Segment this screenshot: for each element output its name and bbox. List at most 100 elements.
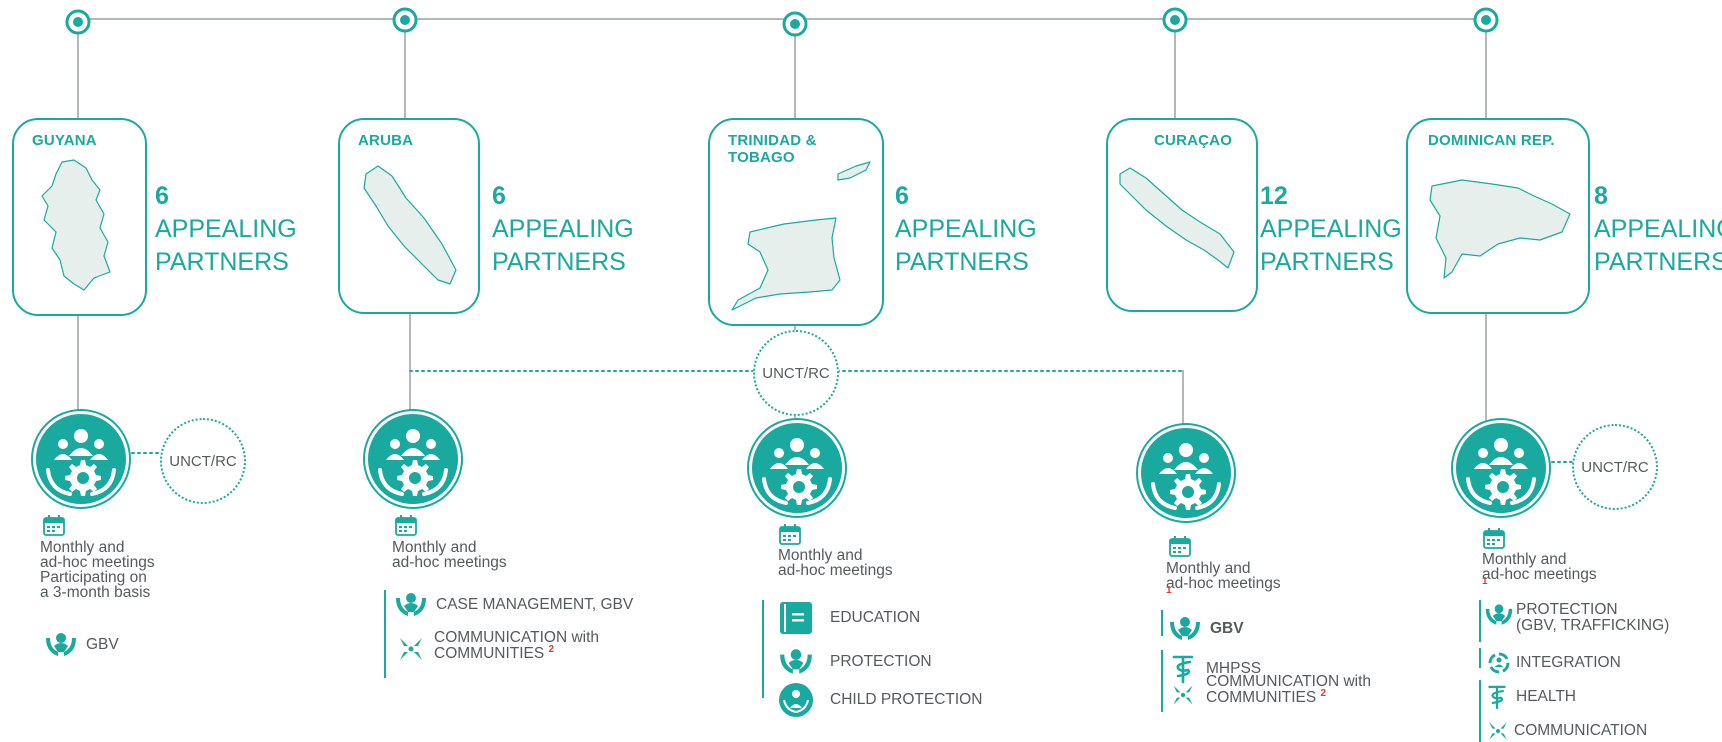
partner-count: 8 [1594,182,1608,210]
partner-count: 6 [492,182,506,210]
sector-education: EDUCATION [778,600,920,636]
meeting-line-text: ad-hoc meetings [1166,575,1281,592]
meeting-line: ad-hoc meetings [392,554,507,571]
timeline-node-curacao [1162,7,1188,33]
sector-label: CASE MANAGEMENT, GBV [436,596,634,613]
partner-label-line1: APPEALING [1594,215,1722,243]
sector-label-line2: COMMUNITIES [1206,689,1317,706]
sector-label: GBV [86,636,119,653]
partner-count: 6 [155,182,169,210]
sector-label: COMMUNICATION with COMMUNITIES 2 [1206,674,1371,706]
health-icon [1488,685,1506,710]
meeting-line: Monthly and [392,539,477,556]
meeting-frequency-guyana: Monthly and ad-hoc meetings Participatin… [40,539,155,601]
sector-label-line1: COMMUNICATION with [434,629,600,646]
sector-mhpss: MHPSS [1170,654,1261,684]
coordination-group-icon [365,411,461,507]
sector-bar [1161,650,1163,712]
sector-label: COMMUNICATION with COMMUNITIES 2 [434,630,599,662]
country-card-trinidad: TRINIDAD & TOBAGO [708,118,884,326]
meeting-line: Monthly and [40,539,125,556]
country-name: ARUBA [358,132,414,149]
protection-icon [396,593,426,616]
meeting-line: ad-hoc meetings [40,554,155,571]
meeting-frequency-aruba: Monthly and ad-hoc meetings [392,539,507,571]
communication-icon [1489,722,1507,740]
partner-label-line2: PARTNERS [492,248,626,276]
country-card-guyana: GUYANA [12,118,147,316]
child-protection-icon [779,683,813,717]
sector-label-line2: COMMUNITIES [434,645,545,662]
calendar-icon [779,523,801,545]
education-icon [780,602,812,634]
calendar-icon [1169,535,1191,557]
sector-bar [762,600,764,698]
footnote-marker: 2 [1320,687,1327,699]
country-name: CURAÇAO [1154,132,1233,149]
sector-bar [1479,648,1481,668]
partner-label-line2: PARTNERS [1260,248,1394,276]
meeting-line: a 3-month basis [40,584,151,601]
country-name: TRINIDAD & TOBAGO [728,132,817,166]
meeting-frequency-trinidad: Monthly and ad-hoc meetings [778,547,893,579]
partner-label-line1: APPEALING [1260,215,1402,243]
unct-rc-circle: UNCT/RC [753,330,839,416]
dominican-republic-map [1429,179,1571,279]
calendar-icon [395,514,417,536]
country-name: GUYANA [32,132,97,149]
sector-gbv: GBV [44,632,119,658]
coordination-group-icon [1453,420,1549,516]
aruba-map [363,165,457,285]
country-name-line1: TRINIDAD & [728,132,817,149]
meeting-line: Monthly and [1166,560,1251,577]
protection-icon [780,649,812,674]
partner-label-line2: PARTNERS [1594,248,1722,276]
sector-communication: COMMUNICATION [1486,720,1647,742]
country-name: DOMINICAN REP. [1428,132,1555,149]
meeting-line: ad-hoc meetings [778,562,893,579]
communication-icon [1173,685,1193,705]
unct-rc-label: UNCT/RC [1581,458,1649,476]
trinidad-tobago-map [731,161,871,311]
partner-label-line2: PARTNERS [895,248,1029,276]
partner-label-line2: PARTNERS [155,248,289,276]
partner-label-line1: APPEALING [895,215,1037,243]
sector-label: PROTECTION [830,653,932,670]
coordination-group-icon [1138,425,1234,521]
protection-icon [1485,604,1513,625]
timeline-node-dominican [1473,7,1499,33]
partners-aruba: 6 APPEALING PARTNERS [492,180,634,279]
protection-icon [1170,617,1200,640]
partner-count: 12 [1260,182,1288,210]
curacao-map [1119,167,1235,269]
unct-rc-label: UNCT/RC [762,364,830,382]
sector-protection: PROTECTION [778,648,932,676]
footnote-marker: 2 [548,643,555,655]
country-card-dominican: DOMINICAN REP. [1406,118,1590,314]
sector-bar [1161,610,1163,636]
meeting-line: Monthly and [778,547,863,564]
partners-guyana: 6 APPEALING PARTNERS [155,180,297,279]
meeting-line: Monthly and [1482,551,1567,568]
sector-label-line1: PROTECTION [1516,601,1618,618]
sector-label: INTEGRATION [1516,654,1621,671]
guyana-map [41,159,111,291]
sector-bar [384,590,386,678]
sector-health: HEALTH [1486,682,1576,712]
sector-communication: COMMUNICATION with COMMUNITIES 2 [396,630,599,662]
sector-label: HEALTH [1516,688,1577,705]
protection-icon [46,633,76,656]
unct-rc-circle: UNCT/RC [160,418,246,504]
meeting-line-text: ad-hoc meetings [1482,566,1597,583]
calendar-icon [43,514,65,536]
partner-count: 6 [895,182,909,210]
country-card-curacao: CURAÇAO [1106,118,1258,312]
sector-integration: INTEGRATION [1486,650,1621,676]
sector-label: EDUCATION [830,609,921,626]
integration-icon [1488,652,1510,674]
partner-label-line1: APPEALING [492,215,634,243]
partners-dominican: 8 APPEALING PARTNERS [1594,180,1722,279]
partners-curacao: 12 APPEALING PARTNERS [1260,180,1402,279]
